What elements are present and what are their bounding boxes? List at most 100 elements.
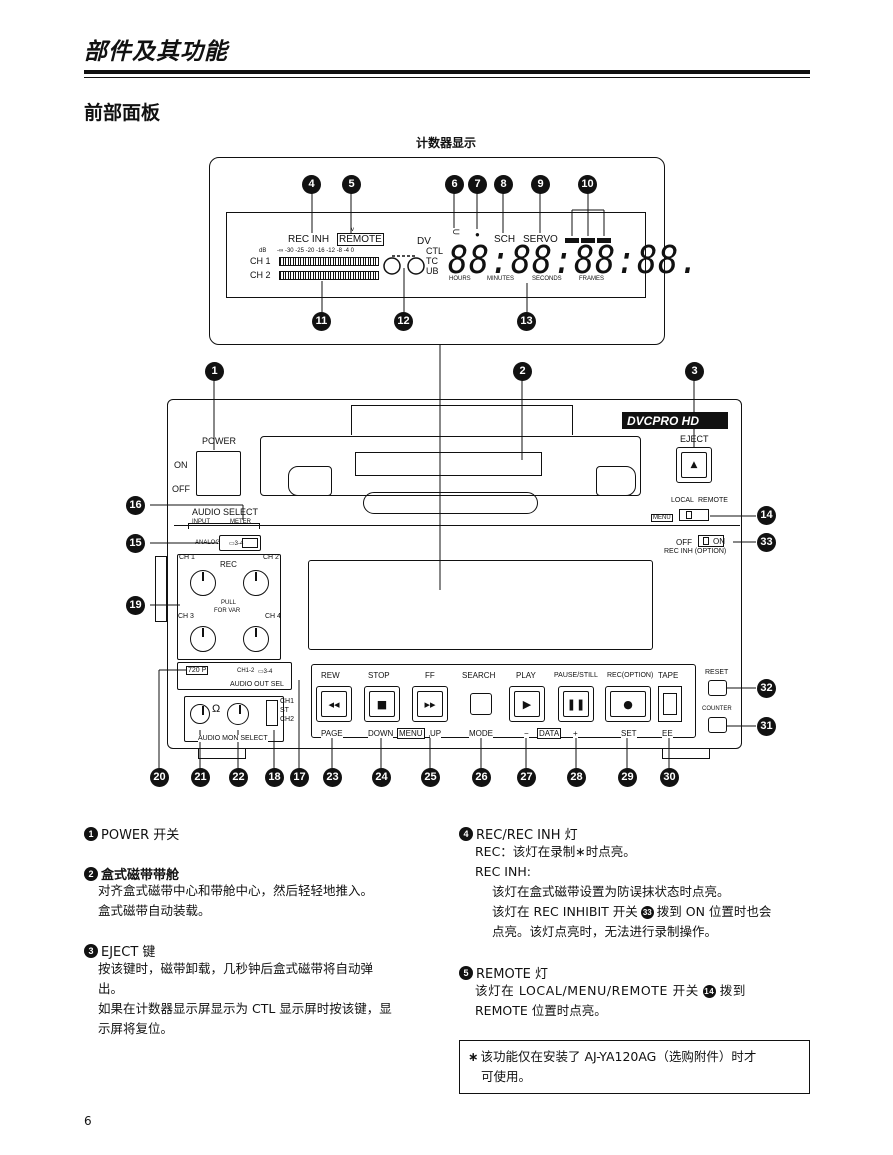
- item-5-title: REMOTE 灯: [476, 967, 548, 982]
- stop-button[interactable]: ■: [364, 686, 400, 722]
- rec-label: REC: [220, 560, 237, 569]
- set-label: SET: [621, 729, 637, 738]
- item-2-line-2: 盒式磁带自动装载。: [98, 903, 211, 918]
- item-3-heading: 3 EJECT 键: [84, 941, 155, 960]
- ctl-indicator: CTL: [426, 246, 444, 256]
- seconds-label: SECONDS: [532, 276, 562, 282]
- note-line-1: ∗ 该功能仅在安装了 AJ-YA120AG（选购附件）时才: [468, 1047, 801, 1067]
- up-label: UP: [430, 729, 442, 738]
- sch-indicator: SCH: [494, 234, 516, 245]
- rec-level-knob-ch3[interactable]: [190, 626, 216, 652]
- frames-label: FRAMES: [579, 276, 605, 282]
- stop-label: STOP: [368, 671, 390, 680]
- rec-ch4-label: CH 4: [265, 613, 281, 620]
- foot-right: [662, 749, 710, 759]
- level-scale: -∞ -30 -25 -20 -16 -12 -8 -4 0: [277, 248, 354, 254]
- play-button[interactable]: ▶: [509, 686, 545, 722]
- item-5-heading: 5 REMOTE 灯: [459, 963, 548, 982]
- audio-select-switch[interactable]: [219, 535, 261, 551]
- cassette-compartment[interactable]: [260, 436, 641, 496]
- page-label: PAGE: [321, 729, 343, 738]
- rec-inh-lamp: REC INH: [288, 234, 330, 245]
- item-2-body: 对齐盒式磁带中心和带舱中心，然后轻轻地推入。 盒式磁带自动装载。: [98, 881, 373, 921]
- item-4-line-2b: 拨到 ON 位置时也会: [656, 904, 772, 919]
- rew-icon: ◂◂: [321, 691, 347, 717]
- rec-level-knob-ch2[interactable]: [243, 570, 269, 596]
- pause-icon: ❚❚: [563, 691, 589, 717]
- callout-18: 18: [265, 768, 284, 787]
- item-3-line-4: 示屏将复位。: [98, 1021, 174, 1036]
- menu-label: MENU: [651, 514, 673, 522]
- front-panel: [167, 399, 742, 749]
- item-4-line-3: 点亮。该灯点亮时，无法进行录制操作。: [492, 924, 718, 939]
- rec-option-label: REC(OPTION): [607, 672, 654, 679]
- rec-button[interactable]: ●: [605, 686, 651, 722]
- search-button[interactable]: [470, 693, 492, 715]
- loop-icon: ⊂: [452, 227, 461, 238]
- item-1-heading: 1 POWER 开关: [84, 824, 179, 843]
- rec-level-knob-ch4[interactable]: [243, 626, 269, 652]
- rec-icon: ●: [610, 691, 646, 717]
- page-number: 6: [84, 1114, 92, 1128]
- audio-mon-select-switch[interactable]: [266, 700, 278, 726]
- dot-indicator: ●: [475, 230, 480, 239]
- rec-inh-switch[interactable]: [698, 535, 724, 547]
- cassette-slot-window: [355, 452, 542, 476]
- callout-10: 10: [578, 175, 597, 194]
- item-5-line-1a: 该灯在 LOCAL/MENU/REMOTE 开关: [475, 983, 699, 998]
- item-2-line-1: 对齐盒式磁带中心和带舱中心，然后轻轻地推入。: [98, 883, 374, 898]
- analog-label: ANALOG: [195, 540, 221, 546]
- rec-mark: v: [351, 227, 354, 233]
- callout-27: 27: [517, 768, 536, 787]
- counter-display-screen: [226, 212, 646, 298]
- rec-level-knob-ch1[interactable]: [190, 570, 216, 596]
- headphone-icon: Ω: [212, 703, 221, 715]
- rec-ch3-label: CH 3: [178, 613, 194, 620]
- eject-icon: ▲: [681, 452, 707, 478]
- menu-bottom-label: MENU: [397, 728, 425, 739]
- counter-digits: 88:88:88:88.: [448, 238, 701, 282]
- callout-19: 19: [126, 596, 145, 615]
- item-4-ref-33: 33: [640, 905, 654, 919]
- segment-bar-1: [565, 238, 579, 243]
- pull-label: PULL: [221, 600, 237, 606]
- item-3-line-3: 如果在计数器显示屏显示为 CTL 显示屏时按该键，显: [98, 1001, 392, 1016]
- display-leader-lines: [150, 192, 756, 768]
- callout-12: 12: [394, 312, 413, 331]
- power-switch[interactable]: [196, 451, 241, 496]
- note-box: ∗ 该功能仅在安装了 AJ-YA120AG（选购附件）时才 可使用。: [459, 1040, 810, 1094]
- audio-out-sel-label: AUDIO OUT SEL: [230, 681, 284, 688]
- ch34b-label: ▭3-4: [258, 669, 273, 675]
- callout-16: 16: [126, 496, 145, 515]
- remote-switch-label: REMOTE: [698, 497, 728, 504]
- callout-4: 4: [302, 175, 321, 194]
- item-5-line-1: 该灯在 LOCAL/MENU/REMOTE 开关 14 拨到: [475, 981, 746, 1001]
- reset-button[interactable]: [708, 680, 727, 696]
- ee-label: EE: [662, 729, 673, 738]
- tape-indicator: [658, 686, 682, 722]
- eject-button[interactable]: ▲: [676, 447, 712, 483]
- item-4-rec: REC：该灯在录制∗时点亮。: [475, 844, 636, 859]
- left-handle: [155, 556, 167, 622]
- item-5-line-2: REMOTE 位置时点亮。: [475, 1003, 607, 1018]
- callout-29: 29: [618, 768, 637, 787]
- audio-mon-level-knob[interactable]: [227, 703, 249, 725]
- callout-1: 1: [205, 362, 224, 381]
- callout-15: 15: [126, 534, 145, 553]
- rec-level-panel: [177, 554, 281, 660]
- callout-11: 11: [312, 312, 331, 331]
- ff-button[interactable]: ▸▸: [412, 686, 448, 722]
- phones-jack[interactable]: [190, 704, 210, 724]
- counter-button[interactable]: [708, 717, 727, 733]
- dvcpro-hd-logo: DVCPRO HD: [622, 412, 728, 429]
- rec-inh-off-label: OFF: [676, 538, 692, 547]
- 720p-indicator: 720 P: [186, 666, 209, 675]
- local-menu-remote-switch[interactable]: [679, 509, 709, 521]
- rew-button[interactable]: ◂◂: [316, 686, 352, 722]
- sw-ch1-label: CH1: [280, 698, 295, 705]
- pause-still-button[interactable]: ❚❚: [558, 686, 594, 722]
- rec-ch1-label: CH 1: [179, 554, 195, 561]
- db-label: dB: [259, 248, 267, 254]
- reset-label: RESET: [705, 669, 729, 676]
- callout-30: 30: [660, 768, 679, 787]
